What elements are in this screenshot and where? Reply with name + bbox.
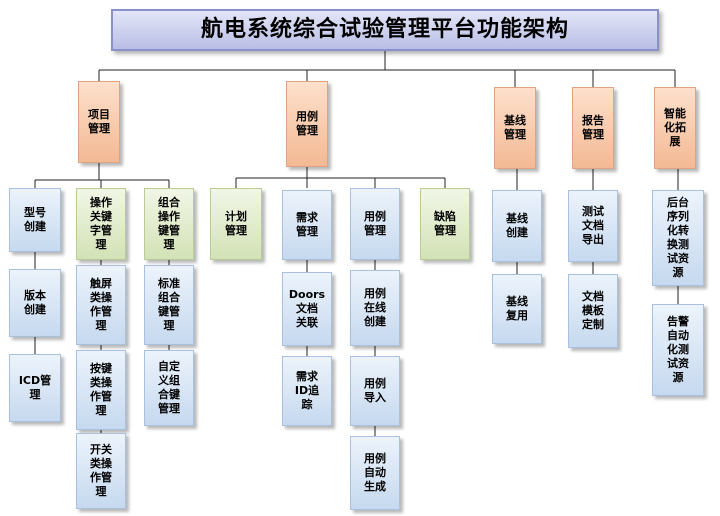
category-project-management: 项目 管理 — [78, 81, 120, 163]
category-baseline-management: 基线 管理 — [494, 87, 536, 169]
node-touchscreen-op-management: 触屏 类操 作管 理 — [76, 265, 126, 345]
node-test-doc-export: 测试 文档 导出 — [568, 190, 618, 262]
node-doc-template-customize: 文档 模板 定制 — [568, 274, 618, 348]
node-combined-op-key-management: 组合 操作 键管 理 — [144, 188, 194, 260]
node-version-create: 版本 创建 — [9, 269, 61, 337]
node-baseline-create: 基线 创建 — [492, 190, 542, 262]
node-doors-doc-link: Doors 文档 关联 — [282, 272, 332, 346]
node-plan-management: 计划 管理 — [210, 188, 262, 260]
node-backend-sequence-resource: 后台 序列 化转 换测 试资 源 — [652, 190, 704, 286]
diagram-title: 航电系统综合试验管理平台功能架构 — [111, 9, 659, 51]
category-use-case-management: 用例 管理 — [286, 81, 328, 167]
node-use-case-online-create: 用例 在线 创建 — [350, 270, 400, 346]
node-custom-combo-key-management: 自定 义组 合键 管理 — [144, 350, 194, 426]
node-use-case-import: 用例 导入 — [350, 356, 400, 426]
node-use-case-management: 用例 管理 — [350, 188, 400, 260]
node-model-create: 型号 创建 — [9, 188, 61, 252]
node-switch-op-management: 开关 类操 作管 理 — [76, 433, 126, 509]
node-use-case-auto-generate: 用例 自动 生成 — [350, 436, 400, 510]
category-report-management: 报告 管理 — [572, 87, 614, 169]
node-alarm-auto-test-resource: 告警 自动 化测 试资 源 — [652, 304, 704, 396]
node-standard-combo-key-management: 标准 组合 键管 理 — [144, 265, 194, 345]
node-defect-management: 缺陷 管理 — [420, 188, 470, 260]
category-smart-extension: 智能 化拓 展 — [654, 87, 696, 169]
node-icd-management: ICD管 理 — [9, 354, 61, 422]
node-requirement-management: 需求 管理 — [282, 190, 332, 260]
node-op-keyword-management: 操作 关键 字管 理 — [76, 188, 126, 260]
node-baseline-reuse: 基线 复用 — [492, 274, 542, 344]
node-requirement-id-trace: 需求 ID追 踪 — [282, 356, 332, 426]
node-key-op-management: 按键 类操 作管 理 — [76, 350, 126, 430]
